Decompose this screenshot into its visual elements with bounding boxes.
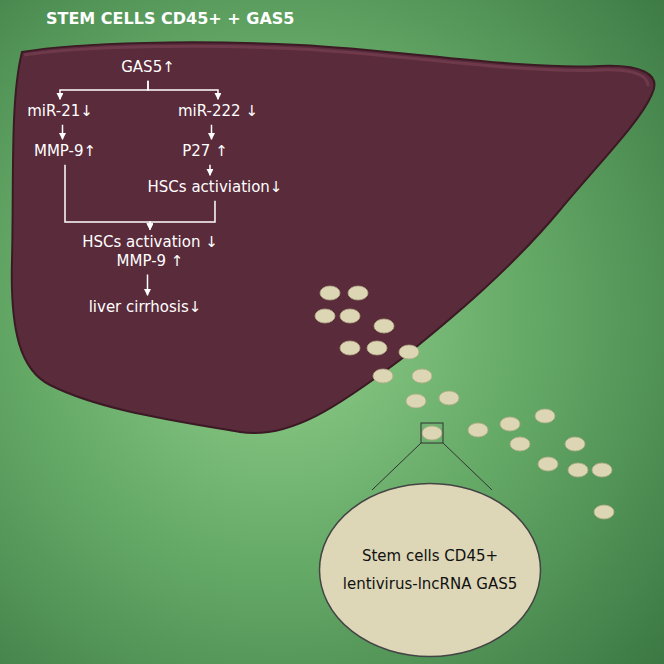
node-text: Stem cells CD45+ (362, 542, 498, 571)
stem-cell-dot (399, 345, 419, 359)
stem-cell-dot (568, 463, 588, 477)
stem-cell-dot (510, 437, 530, 451)
zoom-line (372, 443, 421, 490)
stem-cell-dot (468, 423, 488, 437)
zoom-line (443, 443, 492, 490)
pathway-label: GAS5↑ (118, 56, 178, 80)
node-text: miR-21↓ (27, 102, 93, 122)
pathway-label: miR-21↓ (24, 100, 96, 124)
stem-cell-dot (412, 369, 432, 383)
pathway-arrow (60, 81, 148, 100)
node-text: lentivirus-lncRNA GAS5 (343, 570, 517, 599)
liver-shape (12, 42, 655, 433)
stem-cell-dot (592, 463, 612, 477)
pathway-label: HSCs activation ↓MMP-9 ↑ (79, 231, 220, 274)
pathway-arrow (150, 201, 215, 230)
node-text: HSCs activiation↓ (148, 178, 283, 198)
node-text: GAS5↑ (121, 58, 175, 78)
node-text: MMP-9↑ (34, 142, 96, 162)
stem-cell-dot (340, 309, 360, 323)
stem-cell-dot (565, 437, 585, 451)
stem-cell-dot (594, 505, 614, 519)
pathway-arrow (148, 81, 218, 100)
stem-cell-dot (538, 457, 558, 471)
liver-highlight (24, 46, 648, 86)
stem-cell-dot (373, 369, 393, 383)
stem-cell-dot (500, 417, 520, 431)
stem-cell-ellipse: Stem cells CD45+lentivirus-lncRNA GAS5 (318, 482, 542, 658)
pathway-arrow (147, 275, 149, 296)
stem-cell-dot (315, 309, 335, 323)
ellipse-outline (318, 482, 542, 658)
stem-cell-dot (422, 426, 442, 440)
node-text: liver cirrhosis↓ (89, 298, 202, 318)
cell-trail (315, 286, 614, 519)
pathway-label: miR-222 ↓ (175, 100, 261, 124)
node-text: miR-222 ↓ (178, 102, 258, 122)
node-text: HSCs activation ↓ (82, 233, 217, 253)
stem-cell-dot (348, 286, 368, 300)
stem-cell-dot (340, 341, 360, 355)
pathway-label: MMP-9↑ (31, 140, 99, 164)
stem-cell-dot (439, 391, 459, 405)
pathway-arrow (62, 125, 64, 140)
node-text: P27 ↑ (182, 142, 227, 162)
pathway-arrow (209, 165, 211, 176)
stem-cell-dot (367, 341, 387, 355)
pathway-arrow (65, 165, 150, 230)
title: STEM CELLS CD45+ + GAS5 (46, 9, 294, 28)
stem-cell-dot (406, 394, 426, 408)
stem-cell-dot (320, 286, 340, 300)
pathway-label: HSCs activiation↓ (145, 176, 286, 200)
zoom-box (421, 423, 443, 443)
pathway-arrow (211, 125, 213, 140)
stem-cell-dot (374, 319, 394, 333)
node-text: MMP-9 ↑ (82, 252, 217, 272)
stem-cell-dot (535, 409, 555, 423)
pathway-label: liver cirrhosis↓ (86, 296, 205, 320)
pathway-label: P27 ↑ (179, 140, 230, 164)
